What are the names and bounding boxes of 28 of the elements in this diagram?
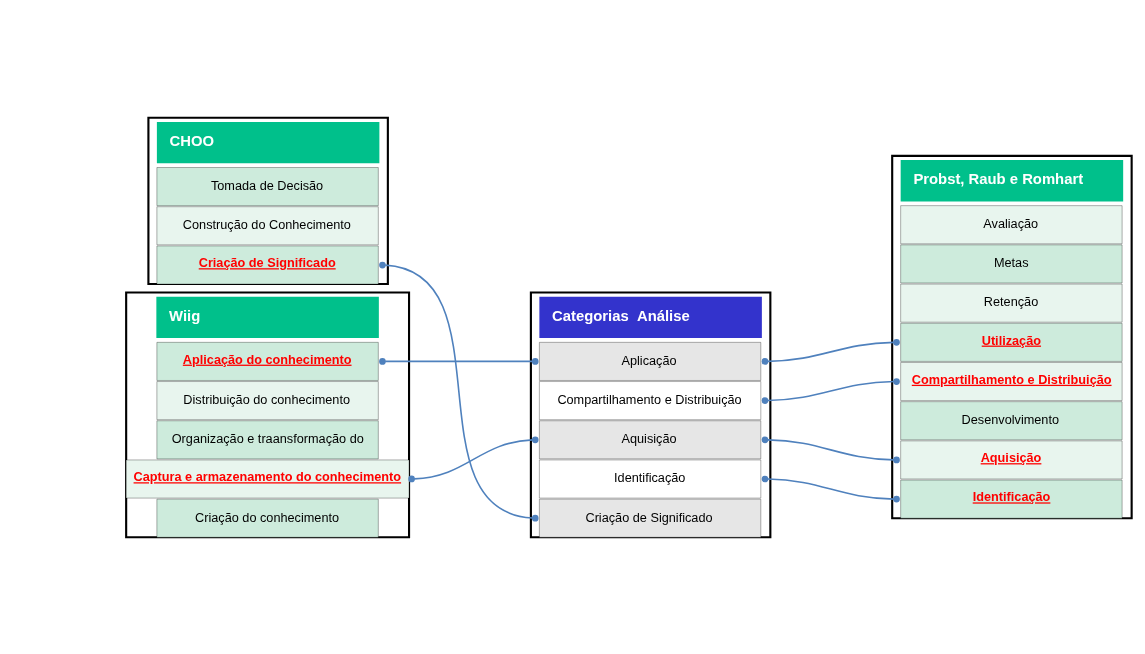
connector [761, 377, 900, 404]
node-box: Criação de Significado [539, 498, 761, 537]
node-box: Identificação [539, 459, 761, 498]
node-box: Criação de Significado [156, 245, 379, 284]
connector [379, 357, 539, 365]
connector [408, 436, 539, 482]
node-box: Aquisição [539, 420, 761, 459]
connector [761, 338, 900, 365]
node-box: Criação do conhecimento [156, 498, 379, 537]
node-box: Captura e armazenamento do conhecimento [126, 459, 410, 498]
node-box: Metas [900, 244, 1123, 283]
node-box: Aquisição [900, 440, 1123, 479]
node-box: Tomada de Decisão [156, 166, 379, 206]
node-box: Distribuição do conhecimento [156, 380, 379, 420]
node-box: Utilização [900, 322, 1123, 362]
node-box: Retenção [900, 283, 1123, 322]
node-box: Aplicação do conhecimento [156, 341, 379, 381]
node-box: Avaliação [900, 205, 1123, 244]
node-box: Compartilhamento e Distribuição [900, 361, 1123, 401]
node-box: Desenvolvimento [900, 401, 1123, 440]
node-box: Identificação [900, 479, 1123, 518]
connector [761, 436, 900, 463]
node-box: Organização e traansformação do [156, 420, 379, 459]
connector [761, 475, 900, 502]
node-box: Construção do Conhecimento [156, 206, 379, 245]
node-box: Aplicação [539, 341, 761, 381]
connector [379, 261, 539, 521]
node-box: Compartilhamento e Distribuição [539, 380, 761, 420]
